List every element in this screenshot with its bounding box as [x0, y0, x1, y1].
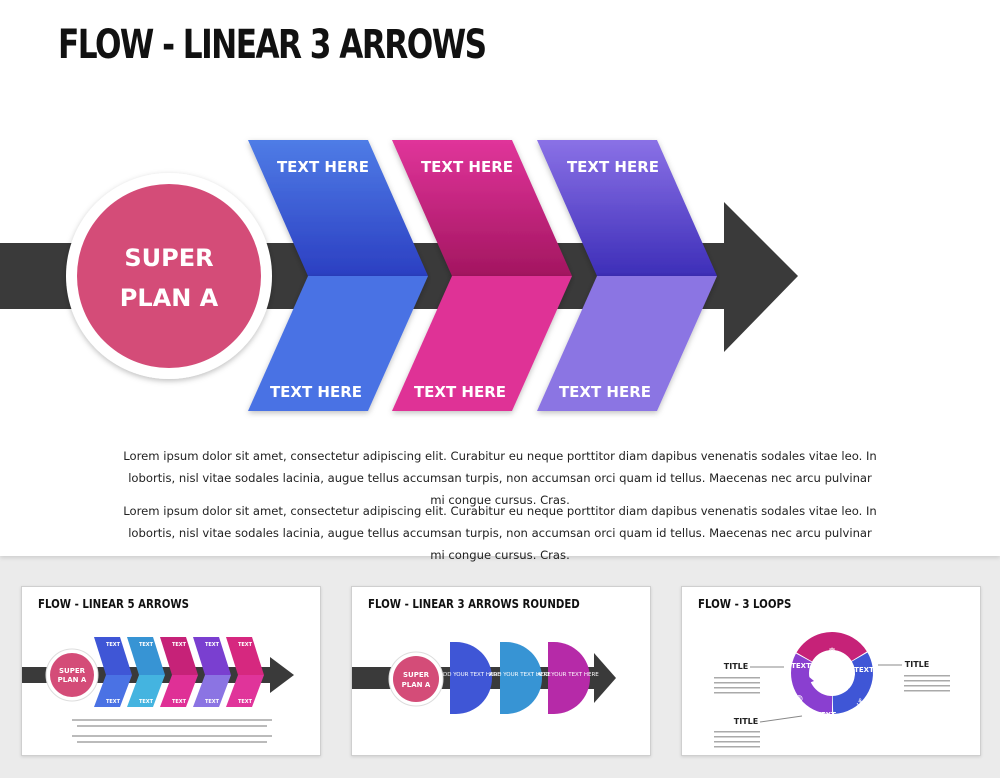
svg-text:ADD YOUR TEXT HERE: ADD YOUR TEXT HERE [537, 672, 599, 678]
chevron-top-2 [392, 140, 572, 276]
bottom-label-1: TEXT HERE [270, 383, 362, 401]
chevron-bottom-2 [392, 276, 572, 411]
helm-icon: ☸ [828, 647, 836, 657]
chevron-bottom-1 [248, 276, 428, 411]
svg-text:TEXT: TEXT [205, 699, 220, 705]
top-label-2: TEXT HERE [421, 158, 513, 176]
svg-text:SUPER: SUPER [403, 671, 430, 679]
svg-text:TEXT: TEXT [205, 642, 220, 648]
plan-circle [77, 184, 261, 368]
arrow-head [724, 202, 798, 352]
flow-diagram: TEXT HERE TEXT HERE TEXT HERE TEXT HERE … [0, 140, 798, 411]
svg-text:TEXT: TEXT [791, 662, 811, 670]
svg-text:PLAN A: PLAN A [58, 676, 87, 684]
thumbnail-3-loops[interactable]: FLOW - 3 LOOPS TEXT TEXT TEXT ☸ ⚓ ◍ TITL… [681, 586, 981, 756]
thumbnail-linear-3-arrows-rounded[interactable]: FLOW - LINEAR 3 ARROWS ROUNDED ADD YOUR … [351, 586, 651, 756]
thumb-title: FLOW - 3 LOOPS [698, 597, 792, 611]
chevron-top-1 [248, 140, 428, 276]
thumb-diagram: ADD YOUR TEXT HERE ADD YOUR TEXT HERE AD… [352, 642, 616, 714]
svg-text:TEXT: TEXT [172, 642, 187, 648]
svg-text:TEXT: TEXT [106, 642, 121, 648]
bottom-label-2: TEXT HERE [414, 383, 506, 401]
thumbnail-linear-5-arrows[interactable]: FLOW - LINEAR 5 ARROWS TEXT TEXT TEXT TE… [21, 586, 321, 756]
svg-text:TEXT: TEXT [816, 711, 836, 719]
circle-line-1: SUPER [124, 244, 213, 272]
svg-text:ADD YOUR TEXT HERE: ADD YOUR TEXT HERE [489, 672, 551, 678]
svg-text:SUPER: SUPER [59, 667, 86, 675]
chevron-bottom-3 [537, 276, 717, 411]
svg-text:TEXT: TEXT [238, 699, 253, 705]
svg-text:TEXT: TEXT [139, 699, 154, 705]
chevron-top-3 [537, 140, 717, 276]
paragraph-2: Lorem ipsum dolor sit amet, consectetur … [123, 504, 877, 562]
thumb-diagram: TEXT TEXT TEXT ☸ ⚓ ◍ TITLE TITLE TITLE [714, 632, 950, 748]
svg-text:TITLE: TITLE [734, 717, 758, 726]
svg-text:TEXT: TEXT [854, 666, 874, 674]
anchor-icon: ⚓ [856, 698, 864, 708]
svg-text:TEXT: TEXT [139, 642, 154, 648]
slide-title: FLOW - LINEAR 3 ARROWS [58, 22, 487, 68]
svg-text:TITLE: TITLE [905, 660, 929, 669]
thumb-title: FLOW - LINEAR 3 ARROWS ROUNDED [368, 597, 580, 611]
circle-line-2: PLAN A [120, 284, 219, 312]
top-label-3: TEXT HERE [567, 158, 659, 176]
bottom-label-3: TEXT HERE [559, 383, 651, 401]
thumb-title: FLOW - LINEAR 5 ARROWS [38, 597, 189, 611]
svg-text:TEXT: TEXT [238, 642, 253, 648]
top-label-1: TEXT HERE [277, 158, 369, 176]
globe-icon: ◍ [795, 694, 803, 704]
svg-text:PLAN A: PLAN A [402, 681, 431, 689]
main-slide[interactable]: FLOW - LINEAR 3 ARROWS TEX [0, 0, 1000, 562]
paragraph-1: Lorem ipsum dolor sit amet, consectetur … [123, 449, 877, 507]
svg-text:TEXT: TEXT [172, 699, 187, 705]
svg-text:ADD YOUR TEXT HERE: ADD YOUR TEXT HERE [439, 672, 501, 678]
svg-text:TEXT: TEXT [106, 699, 121, 705]
thumb-diagram: TEXT TEXT TEXT TEXT TEXT TEXT TEXT TEXT … [22, 637, 294, 743]
svg-text:TITLE: TITLE [724, 662, 748, 671]
